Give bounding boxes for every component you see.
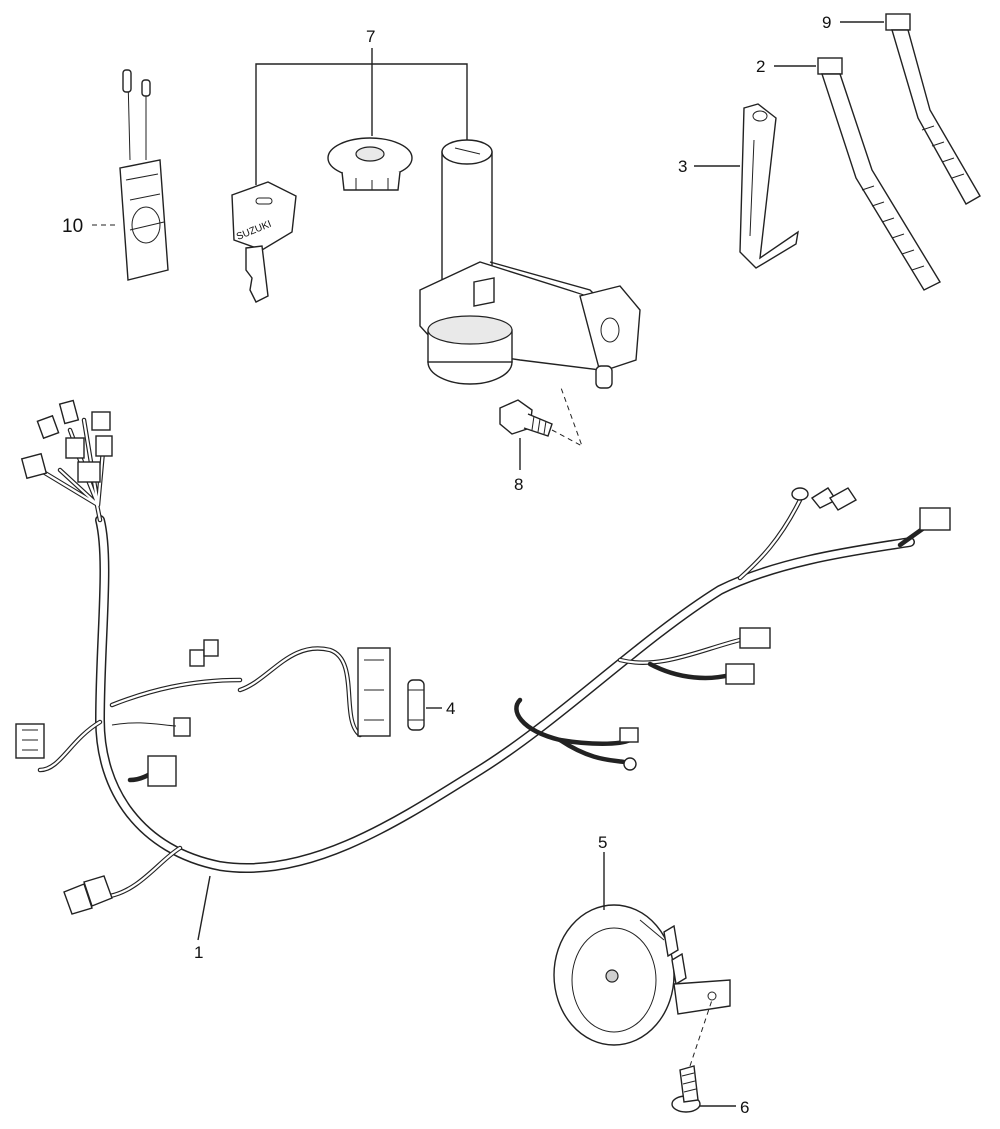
tag-assembly [92, 69, 169, 281]
bracket [694, 103, 799, 269]
horn-screw [671, 999, 736, 1113]
callout-3: 3 [678, 157, 687, 176]
callout-5: 5 [598, 833, 607, 852]
cable-tie-2 [774, 57, 941, 291]
callout-2: 2 [756, 57, 765, 76]
ignition-switch [419, 139, 641, 389]
wiring-harness [15, 399, 951, 941]
callout-4: 4 [446, 699, 455, 718]
fuse [407, 679, 442, 731]
callout-7: 7 [366, 27, 375, 46]
callout-1: 1 [194, 943, 203, 962]
ignition-cap [327, 137, 413, 191]
ignition-bolt [499, 384, 583, 470]
horn [553, 852, 731, 1046]
callout-10: 10 [62, 216, 83, 237]
ignition-key: SUZUKI [231, 181, 297, 303]
callout-6: 6 [740, 1098, 749, 1117]
callout-9: 9 [822, 13, 831, 32]
cable-tie-9 [840, 13, 981, 205]
callout-8: 8 [514, 475, 523, 494]
